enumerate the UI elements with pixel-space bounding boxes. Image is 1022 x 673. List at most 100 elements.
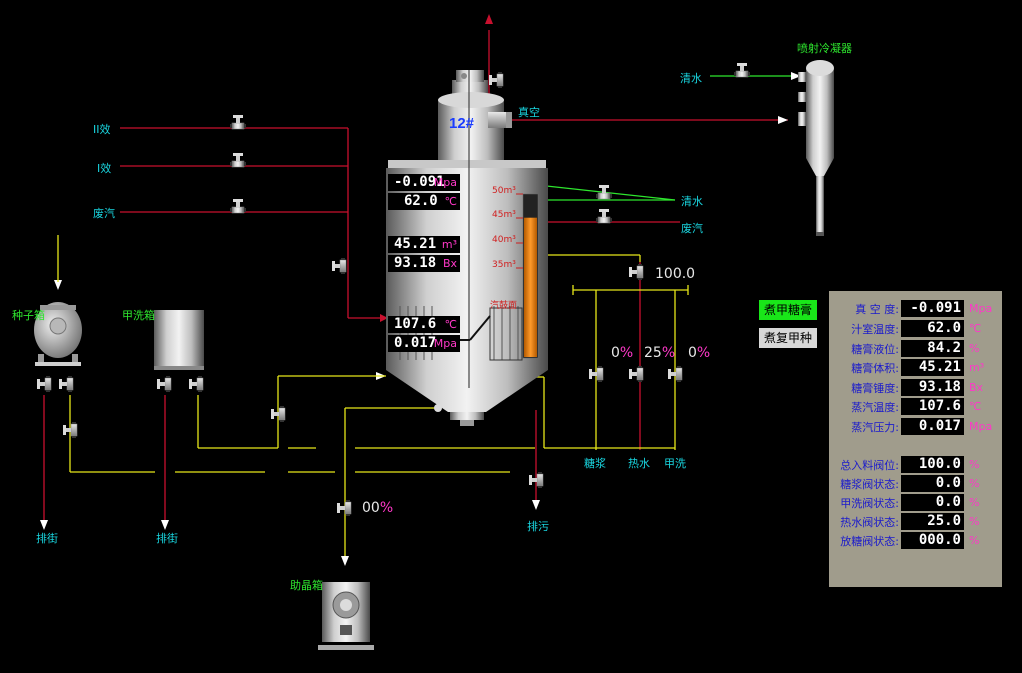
brix-reading: 93.18 Bx [388,255,460,272]
volume-value: 45.21 [394,236,437,252]
panel-value: 000.0 [901,532,964,549]
level-mark-50: 50m³ [492,186,516,196]
level-mark-40: 40m³ [492,235,516,245]
bottom-valve-unit: % [379,500,394,516]
volume-reading: 45.21 m³ [388,236,460,253]
boil-massecuite-button[interactable]: 煮甲糖膏 [759,300,817,320]
panel-row-hot-water-valve: 热水阀状态: 25.0 % [829,513,1002,531]
panel-label: 甲洗阀状态: [840,497,899,510]
label-wash: 甲洗 [664,457,686,470]
label-waste-steam-left: 废汽 [93,207,115,220]
panel-row-syrup-valve: 糖浆阀状态: 0.0 % [829,475,1002,493]
panel-value: 62.0 [901,320,964,337]
panel-label: 汁室温度: [851,323,899,336]
label-sewage: 排污 [527,520,549,533]
panel-value: 25.0 [901,513,964,530]
brix-unit: Bx [442,257,457,270]
feed-valve-percent: 100.0 [655,266,696,282]
status-panel: 真 空 度: -0.091 Mpa 汁室温度: 62.0 ℃ 糖膏液位: 84.… [829,291,1002,587]
steam-pressure-value: 0.017 [394,335,437,351]
panel-row-level: 糖膏液位: 84.2 % [829,340,1002,358]
label-crystal-tank: 助晶箱 [290,579,323,592]
panel-value: 100.0 [901,456,964,473]
vacuum-reading: -0.091 Mpa [388,174,460,191]
vacuum-value: -0.091 [394,174,445,190]
valve-effect1 [229,152,247,168]
panel-label: 放糖阀状态: [840,535,899,548]
panel-label: 真 空 度: [855,303,899,316]
panel-value: 107.6 [901,398,964,415]
valve-clear-water-top [733,62,751,78]
panel-unit: ℃ [969,322,982,335]
hot-water-valve-percent: 25% [644,345,675,361]
panel-value: 0.0 [901,475,964,492]
panel-label: 蒸汽温度: [851,401,899,414]
panel-row-wash-valve: 甲洗阀状态: 0.0 % [829,494,1002,512]
label-vacuum: 真空 [518,106,540,119]
label-seed-tank: 种子箱 [12,309,45,322]
steam-temp-value: 107.6 [394,316,437,332]
panel-label: 热水阀状态: [840,516,899,529]
panel-label: 糖膏液位: [851,343,899,356]
label-condenser: 喷射冷凝器 [797,42,852,55]
feed-lines [57,235,689,556]
panel-value: 45.21 [901,359,964,376]
panel-row-volume: 糖膏体积: 45.21 m³ [829,359,1002,377]
panel-label: 蒸汽压力: [851,421,899,434]
panel-unit: % [969,496,980,509]
temp-value: 62.0 [404,193,438,209]
steam-temp-unit: ℃ [444,318,457,331]
wash-valve-unit: % [696,345,711,361]
panel-unit: Mpa [969,420,993,433]
steam-pressure-reading: 0.017 Mpa [388,335,460,352]
label-waste-steam-right: 废汽 [681,222,703,235]
vacuum-unit: Mpa [433,176,457,189]
panel-value: 0.0 [901,494,964,511]
panel-value: 84.2 [901,340,964,357]
label-hot-water: 热水 [628,457,650,470]
panel-unit: ℃ [969,400,982,413]
bottom-valve-value: 00 [362,500,380,516]
label-effect2: II效 [93,123,111,136]
valve-effect2 [229,114,247,130]
valve-waste-steam-right [595,208,613,224]
temp-reading: 62.0 ℃ [388,193,460,210]
panel-row-brix: 糖膏锤度: 93.18 Bx [829,379,1002,397]
panel-value: 93.18 [901,379,964,396]
panel-unit: % [969,515,980,528]
panel-value: -0.091 [901,300,964,317]
panel-label: 总入料阀位: [840,459,899,472]
wash-tank [154,310,204,370]
wash-valve-value: 0 [688,345,697,361]
crystal-tank [318,582,374,650]
panel-row-discharge-valve: 放糖阀状态: 000.0 % [829,532,1002,550]
panel-unit: % [969,534,980,547]
steam-pressure-unit: Mpa [433,337,457,350]
valve-seed-left [36,375,52,393]
level-gauge-fill [524,217,537,357]
panel-unit: % [969,458,980,471]
panel-row-steam-pressure: 蒸汽压力: 0.017 Mpa [829,418,1002,436]
panel-unit: Mpa [969,302,993,315]
panel-row-temp: 汁室温度: 62.0 ℃ [829,320,1002,338]
panel-unit: % [969,477,980,490]
label-clear-water-right: 清水 [681,195,703,208]
boil-reseed-button[interactable]: 煮复甲种 [759,328,817,348]
vessel-tag: 12# [449,115,475,132]
valve-wash-left [156,375,172,393]
panel-unit: % [969,342,980,355]
panel-row-vacuum: 真 空 度: -0.091 Mpa [829,300,1002,318]
valve-waste-steam [229,198,247,214]
label-clear-water-top: 清水 [680,72,702,85]
valve-seed-right [58,375,74,393]
level-mark-35: 35m³ [492,260,516,270]
panel-row-feed-valve: 总入料阀位: 100.0 % [829,456,1002,474]
label-drain1: 排街 [36,532,58,545]
hot-water-valve-value: 25 [644,345,662,361]
wash-valve-percent: 0% [688,345,710,361]
heater-label: 汽鼓面 [490,301,518,311]
temp-unit: ℃ [444,195,457,208]
syrup-valve-unit: % [619,345,634,361]
brix-value: 93.18 [394,255,437,271]
bottom-valve-percent: 00% [362,500,393,516]
